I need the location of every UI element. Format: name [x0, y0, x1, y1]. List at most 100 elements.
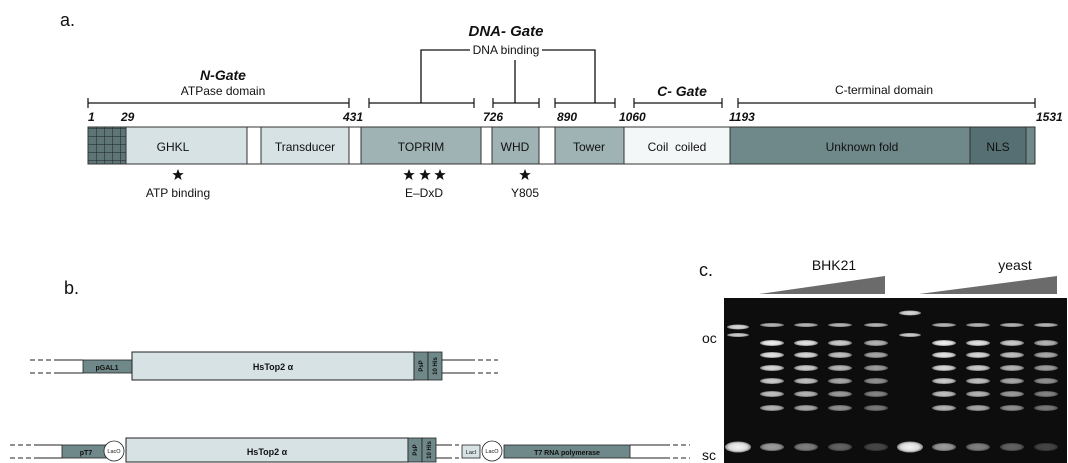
gel-band [1000, 352, 1024, 358]
his-label-1: 10 His [433, 357, 439, 375]
psp-label-1: PsP [419, 360, 425, 371]
gel-band [794, 378, 818, 384]
gel-band [725, 441, 751, 453]
domain-ghkl [125, 126, 248, 165]
y805-label: Y805 [511, 186, 539, 200]
gel-band [828, 323, 852, 327]
gel-band [828, 340, 852, 346]
domain-tail [1025, 126, 1036, 165]
gel-band [760, 405, 784, 411]
gel-band [1000, 391, 1024, 397]
pgal1-label: pGAL1 [96, 365, 119, 372]
gel-band [864, 391, 888, 397]
domain-unknown-fold [729, 126, 971, 165]
gel-band [760, 323, 784, 327]
domain-whd [491, 126, 540, 165]
label-unknown-fold: Unknown fold [826, 140, 899, 154]
gel-band [727, 324, 749, 330]
gel-band [794, 365, 818, 371]
gel-band [794, 352, 818, 358]
label-transducer: Transducer [275, 140, 335, 154]
hstop2-box-2 [125, 437, 409, 463]
gel-band [1000, 323, 1024, 327]
gel-band [828, 365, 852, 371]
position-890: 890 [557, 110, 577, 124]
gel-band [864, 323, 888, 327]
gel-band [1000, 378, 1024, 384]
gel-band [966, 323, 990, 327]
grid-block [87, 126, 127, 165]
gel-band [864, 405, 888, 411]
gel-band [828, 378, 852, 384]
domain-toprim [360, 126, 482, 165]
gel-band [828, 405, 852, 411]
gel-band [864, 340, 888, 346]
star-y805-icon [519, 169, 531, 180]
gel-band [897, 441, 923, 453]
hstop2-box-1 [131, 351, 415, 381]
c-terminal-label: C-terminal domain [835, 83, 933, 97]
sc-label: sc [702, 447, 716, 463]
star-d2-icon [434, 169, 446, 180]
linker-4 [538, 126, 556, 165]
gel-band [899, 310, 921, 316]
gel-band [932, 340, 956, 346]
gel-band [966, 443, 990, 451]
group-yeast-label: yeast [998, 257, 1032, 273]
gradient-wedge-bhk21 [759, 276, 885, 294]
position-1060: 1060 [619, 110, 646, 124]
linker-1 [246, 126, 262, 165]
gel-band [932, 352, 956, 358]
laco-label-2: LacO [485, 449, 499, 455]
label-ghkl: GHKL [157, 140, 190, 154]
gel-band [727, 333, 749, 337]
position-726: 726 [483, 110, 503, 124]
gel-band [966, 405, 990, 411]
gel-band [932, 405, 956, 411]
gel-band [966, 365, 990, 371]
gel-band [794, 340, 818, 346]
gel-band [760, 443, 784, 451]
his-box-1 [427, 351, 443, 381]
gel-band [864, 352, 888, 358]
n-gate-title: N-Gate [200, 67, 246, 83]
his-box-2 [421, 437, 437, 463]
label-tower: Tower [573, 140, 605, 154]
hstop2-label-2: HsTop2 α [247, 447, 288, 457]
panel-b-label: b. [64, 278, 79, 298]
gel-band [864, 378, 888, 384]
star-e-icon [403, 169, 415, 180]
domain-tower [554, 126, 625, 165]
dna-binding-label: DNA binding [473, 43, 540, 57]
gradient-wedge-yeast [919, 276, 1057, 294]
his-label-2: 10 His [427, 441, 433, 459]
gel-band [1034, 352, 1058, 358]
position-1193: 1193 [729, 110, 755, 124]
domain-nls [969, 126, 1027, 165]
gel-band [1034, 365, 1058, 371]
star-atp-icon [172, 169, 184, 180]
gel-band [1034, 340, 1058, 346]
position-29: 29 [120, 110, 135, 124]
gel-band [1034, 323, 1058, 327]
laco-circle-1 [103, 440, 125, 462]
position-1: 1 [88, 110, 95, 124]
gel-band [794, 443, 818, 451]
t7-polymerase-box [503, 444, 631, 459]
dna-binding-bracket [420, 49, 596, 103]
panel-a-label: a. [60, 10, 75, 30]
exd-label: E–DxD [405, 186, 443, 200]
gel-band [1034, 405, 1058, 411]
gel-band [932, 443, 956, 451]
gel-band [1000, 405, 1024, 411]
gel-band [1034, 443, 1058, 451]
domain-bar [87, 126, 1036, 165]
panel-b: b. pGAL1 HsTop2 α PsP 10 His [10, 278, 690, 463]
laci-box [461, 444, 481, 459]
gel-band [932, 391, 956, 397]
star-d1-icon [419, 169, 431, 180]
laci-label: LacI [466, 450, 477, 456]
panel-a: a. DNA- Gate DNA binding N-Gate ATPase d… [60, 10, 1063, 200]
linker-3 [480, 126, 493, 165]
laco-label-1: LacO [107, 449, 121, 455]
